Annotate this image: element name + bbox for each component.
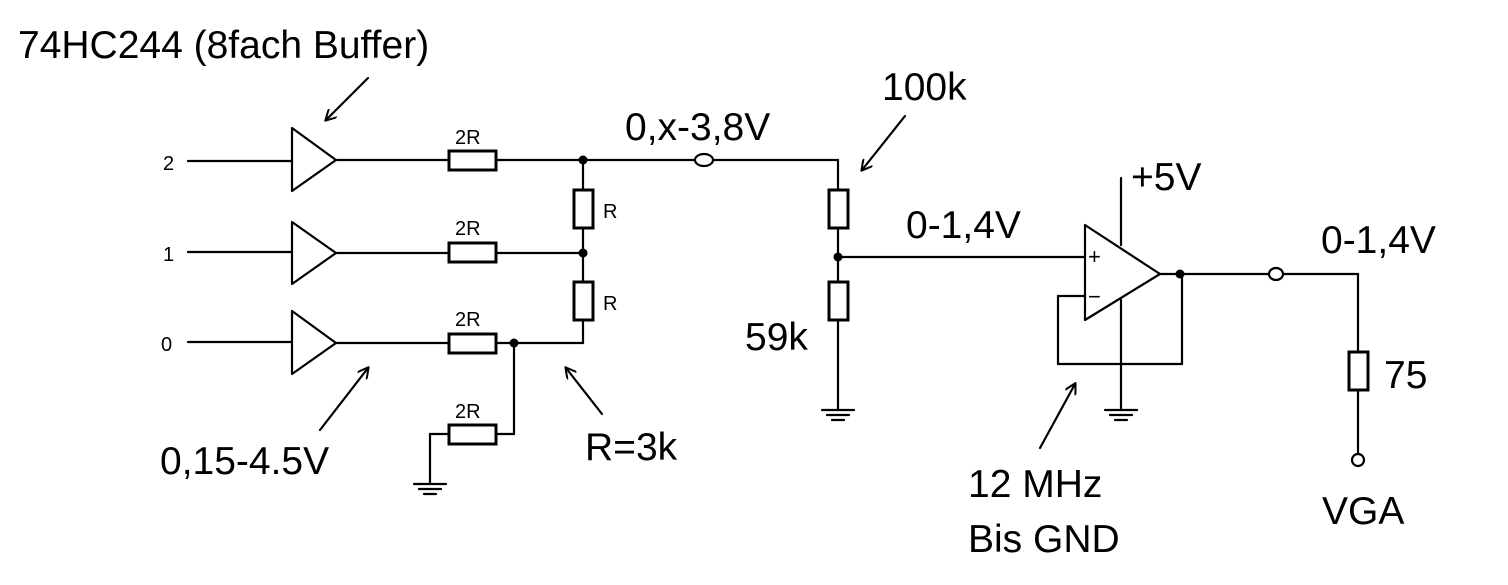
- label-75: 75: [1384, 354, 1427, 397]
- ground-symbol-opamp: [1103, 408, 1139, 422]
- label-100k: 100k: [882, 66, 967, 109]
- label-r-lower: R: [603, 293, 617, 315]
- test-point-ladder: [693, 152, 715, 168]
- resistor-75: [1347, 350, 1370, 392]
- junction-ladder-mid: [578, 248, 588, 258]
- opamp-plus-sign: +: [1088, 244, 1101, 269]
- buffer-triangle-bit1: [290, 220, 338, 286]
- label-2r-bit2: 2R: [455, 127, 481, 149]
- test-point-output: [1267, 266, 1285, 282]
- junction-ladder-bottom: [509, 338, 519, 348]
- label-r-upper: R: [603, 201, 617, 223]
- input-label-bit1: 1: [163, 244, 174, 266]
- buffer-output-range-label: 0,15-4.5V: [160, 440, 329, 483]
- feedback-note-arrow: [1038, 384, 1075, 450]
- ground-symbol-ladder: [412, 482, 448, 496]
- r-value-label: R=3k: [585, 426, 678, 469]
- opamp-minus-sign: −: [1088, 284, 1101, 309]
- label-100k-arrow: [862, 114, 907, 170]
- buffer-pointer-arrow: [326, 76, 370, 120]
- input-label-bit2: 2: [163, 153, 174, 175]
- resistor-59k: [827, 280, 850, 322]
- vga-connector-pin: [1350, 452, 1366, 468]
- resistor-2r-ground: [447, 423, 498, 446]
- junction-opamp-output: [1175, 269, 1185, 279]
- opamp-triangle: [1083, 223, 1162, 322]
- output-range-label: 0-1,4V: [1321, 219, 1436, 262]
- label-2r-ground: 2R: [455, 401, 481, 423]
- ladder-output-range-label: 0,x-3,8V: [625, 106, 770, 149]
- buffer-triangle-bit2: [290, 126, 338, 193]
- input-label-bit0: 0: [161, 334, 172, 356]
- divider-output-range-label: 0-1,4V: [906, 204, 1021, 247]
- feedback-note-frequency: 12 MHz: [968, 463, 1102, 506]
- label-2r-bit1: 2R: [455, 218, 481, 240]
- r-value-arrow: [566, 368, 604, 416]
- label-59k: 59k: [745, 316, 808, 359]
- resistor-r-upper: [572, 188, 595, 230]
- feedback-note-gnd: Bis GND: [968, 518, 1120, 561]
- buffer-output-arrow: [318, 368, 368, 432]
- resistor-2r-bit2: [447, 149, 498, 172]
- label-2r-bit0: 2R: [455, 309, 481, 331]
- resistor-2r-bit0: [447, 332, 498, 355]
- resistor-2r-bit1: [447, 241, 498, 264]
- ground-symbol-divider: [820, 408, 856, 422]
- resistor-100k: [827, 188, 850, 230]
- vga-label: VGA: [1322, 490, 1404, 533]
- resistor-r-lower: [572, 280, 595, 322]
- buffer-chip-title: 74HC244 (8fach Buffer): [18, 24, 429, 67]
- buffer-triangle-bit0: [290, 309, 338, 376]
- supply-voltage-label: +5V: [1131, 156, 1201, 199]
